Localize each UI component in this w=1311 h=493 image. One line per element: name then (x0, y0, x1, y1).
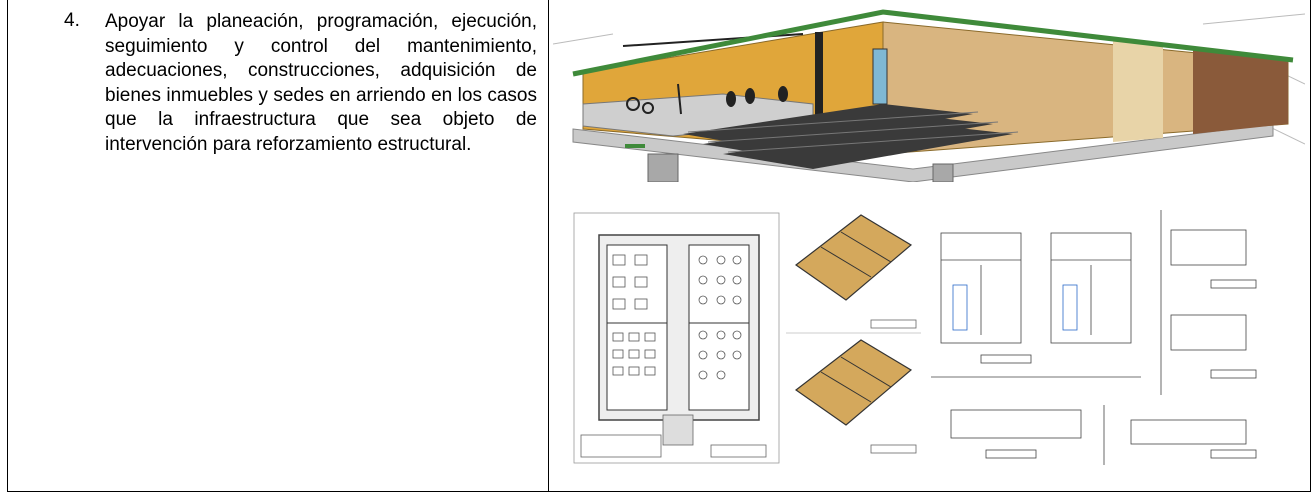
architectural-plans-sheet (571, 205, 1282, 467)
elevations-drawing (931, 210, 1257, 465)
auditorium-3d-render (553, 9, 1305, 182)
item-text: Apoyar la planeación, programación, ejec… (105, 11, 537, 155)
item-number: 4. (64, 10, 80, 31)
column-divider (548, 0, 549, 492)
isometric-views-drawing (786, 214, 921, 454)
floor-plan-drawing (573, 212, 780, 464)
